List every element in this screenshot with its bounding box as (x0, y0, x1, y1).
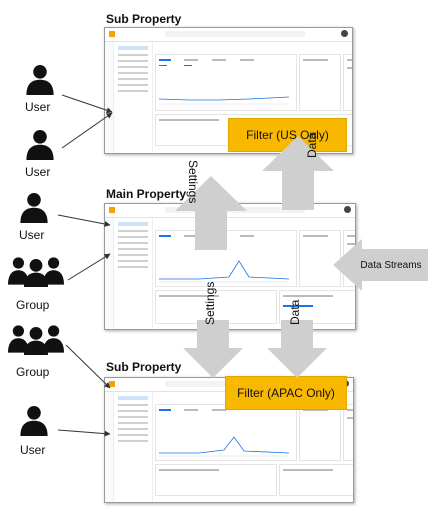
main-property-screenshot (104, 203, 356, 330)
user-icon (24, 128, 56, 160)
filter-apac-only: Filter (APAC Only) (225, 376, 347, 410)
group-label: Group (16, 298, 50, 312)
user-icon (24, 63, 56, 95)
top-sub-property-screenshot (104, 27, 353, 154)
data-label-bottom: Data (288, 299, 302, 325)
data-up-arrow (262, 136, 334, 210)
user-label: User (25, 165, 51, 179)
group-icon (8, 255, 64, 287)
main-property-title: Main Property (106, 187, 187, 201)
settings-up-arrow (175, 176, 247, 250)
user-label: User (19, 228, 45, 242)
data-streams-label: Data Streams (360, 259, 422, 271)
settings-label-top: Settings (186, 160, 200, 204)
group-icon (8, 323, 64, 355)
user-label: User (20, 443, 46, 457)
data-down-arrow (267, 320, 327, 378)
bottom-sub-property-title: Sub Property (106, 360, 182, 374)
user-icon (18, 404, 50, 436)
data-label-top: Data (305, 132, 319, 158)
group-label: Group (16, 365, 50, 379)
top-sub-property-title: Sub Property (106, 12, 182, 26)
settings-label-bottom: Settings (203, 281, 217, 325)
settings-down-arrow (183, 320, 243, 378)
user-icon (18, 191, 50, 223)
data-streams-arrow (333, 239, 428, 291)
user-label: User (25, 100, 51, 114)
